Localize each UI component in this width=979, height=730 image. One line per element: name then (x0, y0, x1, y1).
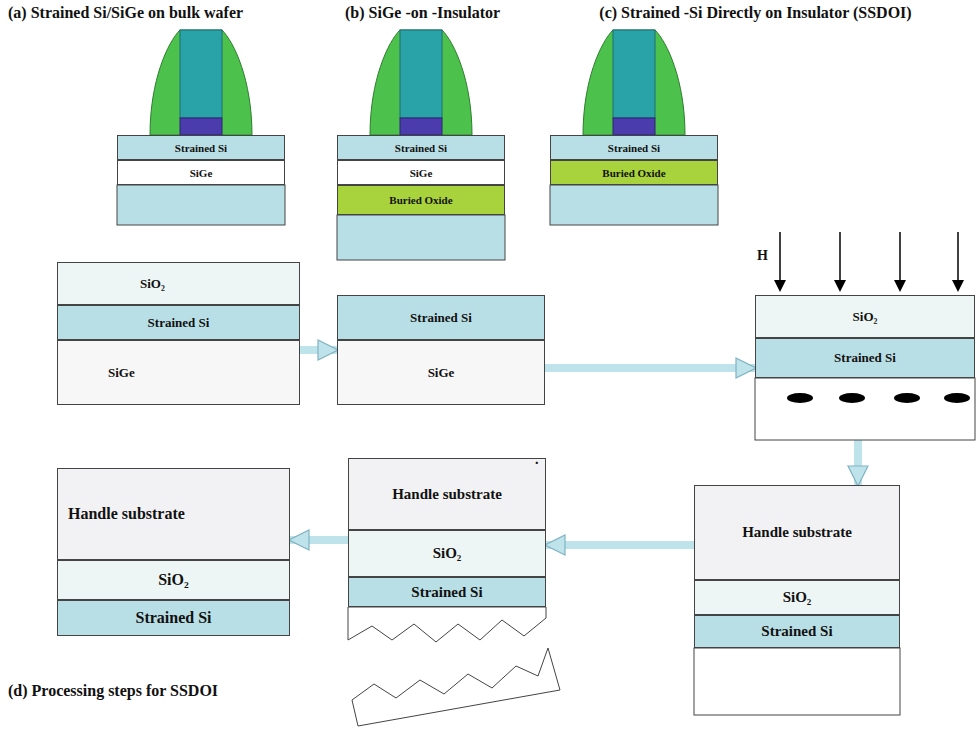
layer-box: Strained Si (694, 615, 900, 648)
layer-box: SiO₂ (755, 295, 975, 338)
gate-oxide (400, 118, 442, 135)
layer-box: Strained Si (337, 295, 545, 340)
layer-box: SiO₂ (694, 580, 900, 615)
layer-box: Strained Si (117, 135, 285, 160)
gate (180, 30, 222, 118)
layer-box: SiGe (337, 340, 545, 405)
layer-label: Strained Si (175, 142, 227, 154)
layer-label: Buried Oxide (602, 167, 665, 179)
layer-label: SiO₂ (140, 276, 165, 292)
layer-label: Strained Si (148, 315, 210, 331)
layer-box: Buried Oxide (337, 185, 505, 215)
implant-label: H (757, 248, 777, 264)
layer-label: Strained Si (410, 310, 472, 326)
split-off-piece (352, 648, 560, 726)
cleave-edge (348, 607, 546, 642)
layer-box: Strained Si (550, 135, 718, 160)
layer-label: Strained Si (608, 142, 660, 154)
layer-box: SiO₂ (57, 560, 290, 600)
layer-box: Handle substrate (348, 458, 546, 530)
gate-oxide (613, 118, 655, 135)
implant-arrows (780, 232, 958, 290)
layer-label: Strained Si (411, 584, 482, 601)
layer-box: Strained Si (57, 305, 300, 340)
substrate (755, 378, 975, 440)
layer-label: Handle substrate (392, 486, 502, 503)
layer-box: Strained Si (755, 338, 975, 378)
layer-label: SiO₂ (853, 309, 878, 325)
device-c (550, 30, 718, 225)
layer-box: Handle substrate (57, 468, 290, 560)
layer-label: Strained Si (761, 623, 832, 640)
figure-title: (a) Strained Si/SiGe on bulk wafer (8, 4, 338, 22)
layer-box: SiGe (57, 340, 300, 405)
substrate (337, 215, 505, 260)
layer-box: SiGe (117, 160, 285, 185)
layer-label: Handle substrate (742, 524, 852, 541)
mark: . (535, 452, 545, 468)
layer-box: Strained Si (57, 600, 290, 636)
substrate (550, 185, 718, 225)
layer-label: Strained Si (834, 350, 896, 366)
layer-label: SiO₂ (783, 589, 812, 606)
layer-label: SiO₂ (433, 545, 462, 562)
layer-label: SiGe (108, 365, 135, 381)
layer-label: SiO₂ (158, 571, 189, 589)
device-b (337, 30, 505, 260)
gate (400, 30, 442, 118)
substrate (117, 185, 285, 225)
layer-label: Buried Oxide (389, 194, 452, 206)
gate (613, 30, 655, 118)
layer-label: Strained Si (135, 609, 211, 627)
layer-box: SiO₂ (57, 262, 300, 305)
process-arrow (545, 364, 755, 372)
layer-box: SiGe (337, 160, 505, 185)
substrate (694, 648, 900, 715)
figure-title: (c) Strained -Si Directly on Insulator (… (588, 4, 923, 22)
figure-title: (b) SiGe -on -Insulator (345, 4, 575, 22)
process-arrow (546, 541, 694, 549)
gate-spacer (150, 30, 252, 135)
layer-box: Strained Si (348, 577, 546, 607)
gate-spacer (583, 30, 685, 135)
device-a (117, 30, 285, 225)
process-arrow (300, 346, 337, 354)
gate-spacer (370, 30, 472, 135)
gate-oxide (180, 118, 222, 135)
layer-box: Handle substrate (694, 485, 900, 580)
figure-title: (d) Processing steps for SSDOI (8, 682, 328, 700)
layer-label: SiGe (428, 365, 455, 381)
layer-box: Buried Oxide (550, 160, 718, 185)
layer-box: SiO₂ (348, 530, 546, 577)
layer-label: SiGe (410, 167, 433, 179)
layer-box: Strained Si (337, 135, 505, 160)
layer-label: SiGe (190, 167, 213, 179)
layer-label: Strained Si (395, 142, 447, 154)
implant-layer (787, 393, 970, 403)
layer-label: Handle substrate (68, 505, 185, 523)
process-arrow (290, 536, 348, 544)
